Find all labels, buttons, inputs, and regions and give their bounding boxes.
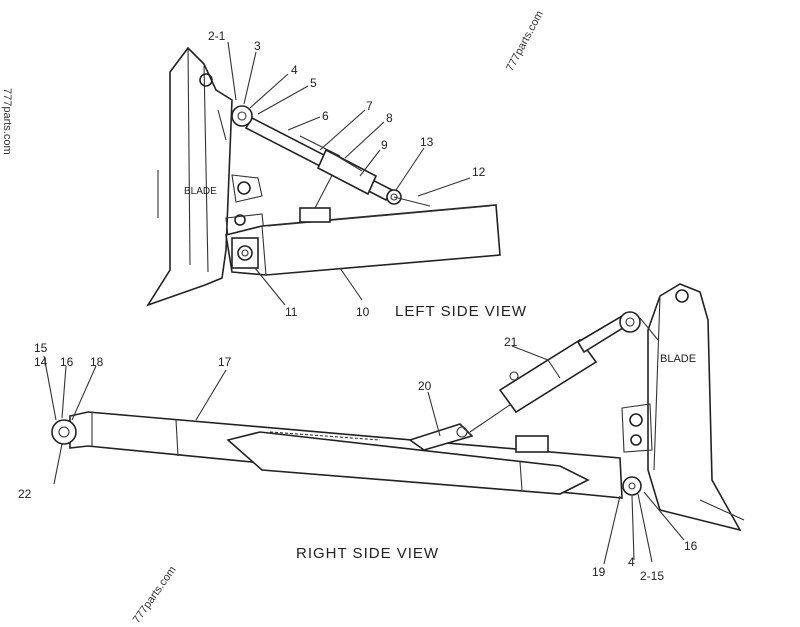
callout-12: 12 xyxy=(472,165,486,179)
callout-14: 14 xyxy=(34,355,48,369)
left-blade-label: BLADE xyxy=(184,186,217,197)
right-blade-label: BLADE xyxy=(660,353,696,365)
callout-15: 15 xyxy=(34,341,48,355)
left-view-caption: LEFT SIDE VIEW xyxy=(395,303,527,320)
callout-10: 10 xyxy=(356,305,370,319)
callout-3: 3 xyxy=(254,39,261,53)
callout-16: 16 xyxy=(60,355,74,369)
callout-9: 9 xyxy=(381,138,388,152)
callout-11: 11 xyxy=(285,305,298,319)
callout-7: 7 xyxy=(366,99,373,113)
callout-4-right: 4 xyxy=(628,555,635,569)
watermark-left: 777parts.com xyxy=(1,88,13,155)
callout-13: 13 xyxy=(420,135,434,149)
callout-8: 8 xyxy=(386,111,393,125)
right-view-caption: RIGHT SIDE VIEW xyxy=(296,545,439,562)
watermark-top: 777parts.com xyxy=(504,9,546,73)
left-blade xyxy=(146,46,233,307)
callout-18: 18 xyxy=(90,355,104,369)
callout-20: 20 xyxy=(418,379,432,393)
right-blade xyxy=(639,283,745,532)
callout-21: 21 xyxy=(504,335,518,349)
callout-16-right: 16 xyxy=(684,539,698,553)
callout-19: 19 xyxy=(592,565,606,579)
callout-4: 4 xyxy=(291,63,298,77)
callout-5: 5 xyxy=(310,76,317,90)
callout-2-1: 2-1 xyxy=(208,29,226,43)
callout-6: 6 xyxy=(322,109,329,123)
callout-22: 22 xyxy=(18,487,32,501)
callout-2-15: 2-15 xyxy=(640,569,664,583)
left-side-view: BLADE 2-1 3 4 5 6 7 8 9 13 12 11 10 LEFT… xyxy=(146,29,527,320)
callout-17: 17 xyxy=(218,355,232,369)
watermark-bottom: 777parts.com xyxy=(131,564,179,625)
right-side-view: BLADE 15 14 16 18 17 22 21 20 19 4 2-15 … xyxy=(18,283,745,583)
